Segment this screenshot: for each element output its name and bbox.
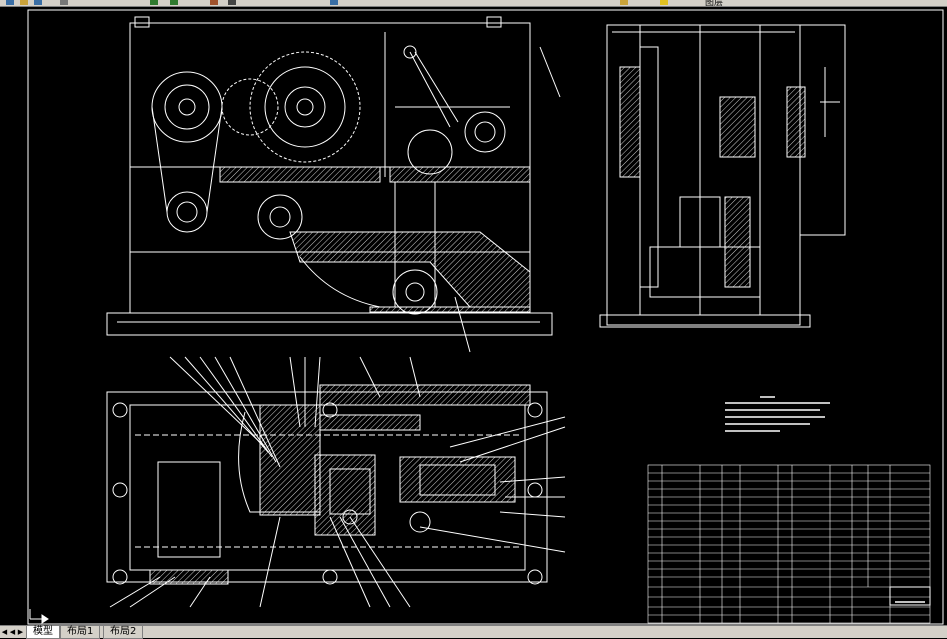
side-view: [599, 24, 846, 328]
redo-icon[interactable]: [170, 0, 178, 5]
layout-tab-bar: ◀ ◀ ▶ 模型 布局1 布局2: [0, 625, 947, 639]
ucs-icon: [29, 609, 49, 624]
toolbar-layer-label: 图层: [705, 0, 724, 8]
undo-icon[interactable]: [150, 0, 158, 5]
tab-next-icon[interactable]: ▶: [17, 628, 24, 636]
tab-model[interactable]: 模型: [26, 626, 60, 639]
tab-prev-icon[interactable]: ◀: [9, 628, 16, 636]
open-file-icon[interactable]: [20, 0, 28, 5]
light-bulb-icon[interactable]: [660, 0, 668, 5]
top-view: [106, 356, 566, 608]
properties-icon[interactable]: [330, 0, 338, 5]
drawing-frame: [27, 9, 944, 625]
layer-icon[interactable]: [620, 0, 628, 5]
tab-layout1[interactable]: 布局1: [60, 626, 101, 639]
pan-icon[interactable]: [210, 0, 218, 5]
zoom-icon[interactable]: [228, 0, 236, 5]
save-icon[interactable]: [34, 0, 42, 5]
tab-first-icon[interactable]: ◀: [1, 628, 8, 636]
print-icon[interactable]: [60, 0, 68, 5]
drawing-canvas[interactable]: [0, 7, 947, 625]
technical-notes: [725, 396, 830, 432]
parts-list-table: [647, 464, 931, 624]
toolbar: 图层: [0, 0, 947, 8]
tab-layout2[interactable]: 布局2: [103, 626, 144, 639]
new-file-icon[interactable]: [6, 0, 14, 5]
front-view: [106, 16, 561, 353]
